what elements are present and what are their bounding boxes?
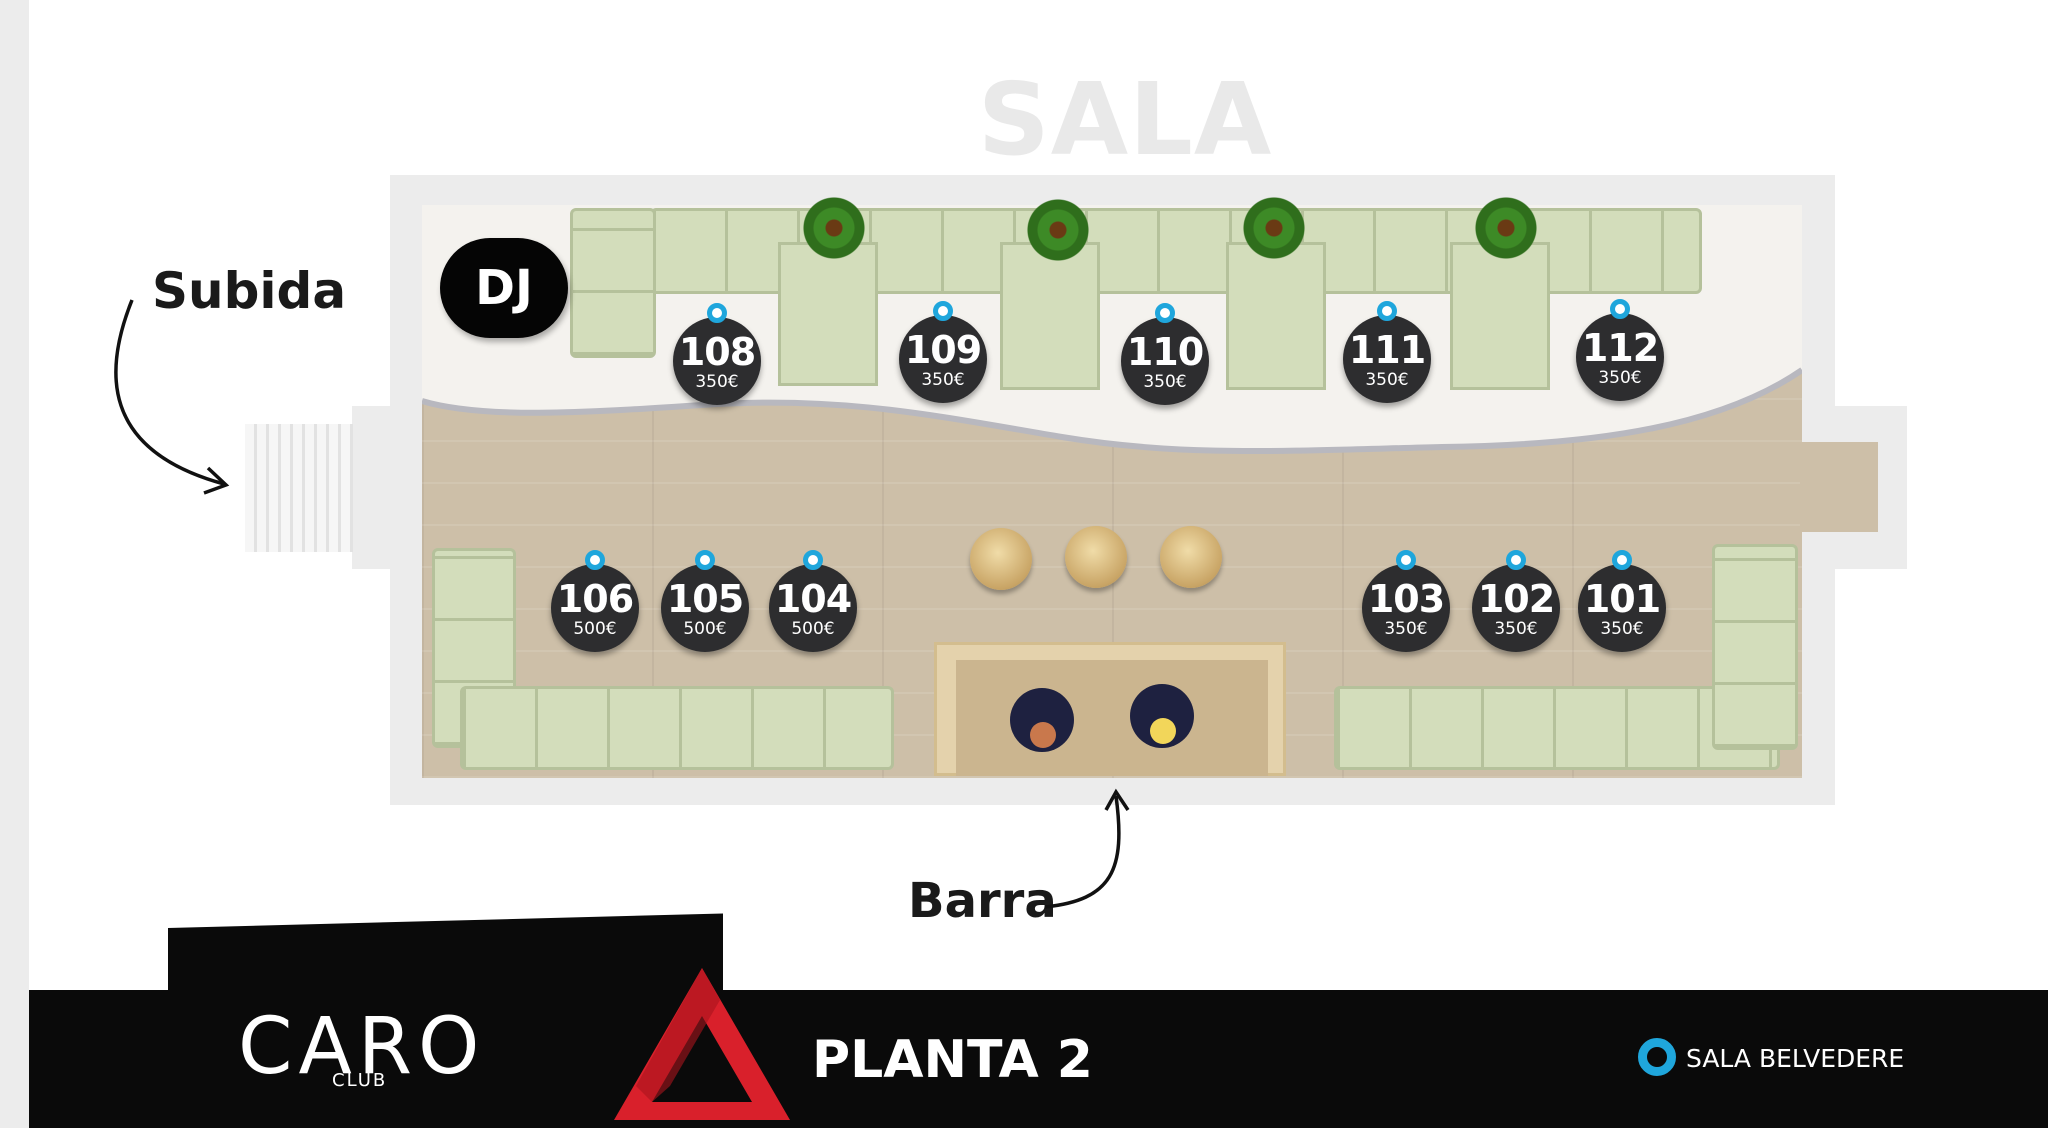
marker-icon: [1396, 550, 1416, 570]
right-corridor: [1800, 442, 1878, 532]
sofa-corner-left: [570, 208, 656, 358]
stool-icon: [1065, 526, 1127, 588]
sofa-divider-1: [778, 242, 878, 386]
person-icon: [1010, 688, 1074, 752]
sofa-lower-right-side: [1712, 544, 1798, 750]
marker-icon: [695, 550, 715, 570]
entrance-label: Subida: [152, 262, 347, 320]
plant-icon: [1474, 196, 1538, 260]
club-logo: CARO: [238, 1002, 486, 1092]
marker-icon: [1506, 550, 1526, 570]
arrow-icon: [114, 299, 230, 495]
sofa-lower-right: [1334, 686, 1780, 770]
left-wall-extension: [352, 406, 392, 569]
stairs: [245, 424, 353, 552]
marker-icon: [585, 550, 605, 570]
marker-icon: [1155, 303, 1175, 323]
dj-booth[interactable]: DJ: [440, 238, 568, 338]
sofa-divider-3: [1226, 242, 1326, 390]
marker-icon: [933, 301, 953, 321]
marker-icon: [707, 303, 727, 323]
marker-icon: [1612, 550, 1632, 570]
stool-icon: [1160, 526, 1222, 588]
plant-icon: [1026, 198, 1090, 262]
triangle-logo-icon: [614, 968, 790, 1120]
legend-label: SALA BELVEDERE: [1686, 1044, 1905, 1073]
sofa-divider-2: [1000, 242, 1100, 390]
plant-icon: [802, 196, 866, 260]
sofa-lower-left: [460, 686, 894, 770]
person-icon: [1130, 684, 1194, 748]
marker-icon: [1610, 299, 1630, 319]
plant-icon: [1242, 196, 1306, 260]
legend-marker-icon: [1638, 1038, 1676, 1076]
bar-label: Barra: [908, 873, 1057, 929]
marker-icon: [803, 550, 823, 570]
stool-icon: [970, 528, 1032, 590]
bar-interior: [956, 660, 1268, 776]
floor-label: PLANTA 2: [812, 1030, 1093, 1090]
arrow-icon: [1044, 788, 1130, 909]
sofa-divider-4: [1450, 242, 1550, 390]
marker-icon: [1377, 301, 1397, 321]
club-logo-subtitle: CLUB: [332, 1070, 388, 1091]
